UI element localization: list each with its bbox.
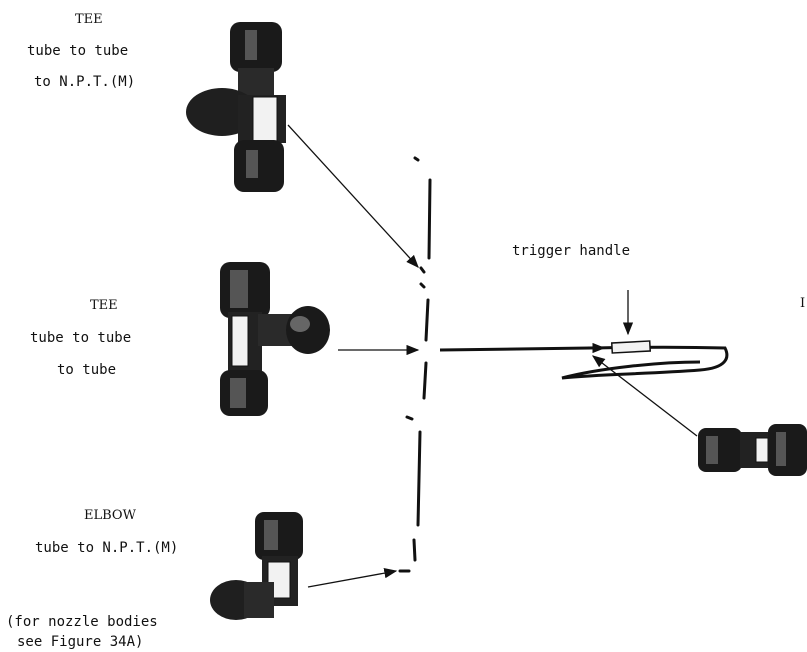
tee-npt-line2: to N.P.T.(M) (34, 74, 136, 90)
tee-fitting-tube-icon (220, 262, 330, 416)
elbow-line1: tube to N.P.T.(M) (35, 540, 179, 556)
cut-off-label: I (800, 296, 806, 311)
elbow-fitting-icon (210, 512, 303, 620)
tee-tube-line2: to tube (57, 362, 117, 378)
nozzle-note-line1: (for nozzle bodies (6, 614, 158, 630)
tee-fitting-npt-icon (186, 22, 286, 192)
elbow-title: ELBOW (84, 508, 136, 523)
tee-npt-title: TEE (75, 12, 103, 27)
supply-pipe (398, 156, 432, 573)
tee-npt-line1: tube to tube (27, 43, 129, 59)
trigger-handle-label: trigger handle (512, 243, 631, 259)
leader-arrows (287, 124, 698, 588)
branch-tube (439, 346, 591, 352)
tee-tube-title: TEE (90, 298, 118, 313)
trigger-handle (610, 290, 652, 354)
nozzle-note-line2: see Figure 34A) (17, 634, 144, 650)
tee-tube-line1: tube to tube (30, 330, 132, 346)
union-fitting-icon (698, 424, 807, 476)
